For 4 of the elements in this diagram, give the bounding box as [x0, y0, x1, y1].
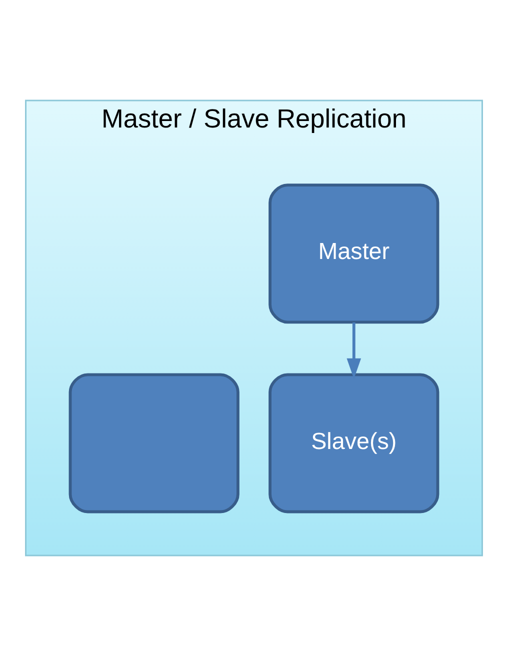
node-box: [68, 372, 240, 513]
arrow: [346, 322, 362, 378]
node-box: Master: [268, 183, 440, 324]
node-box: Slave(s): [268, 372, 440, 513]
